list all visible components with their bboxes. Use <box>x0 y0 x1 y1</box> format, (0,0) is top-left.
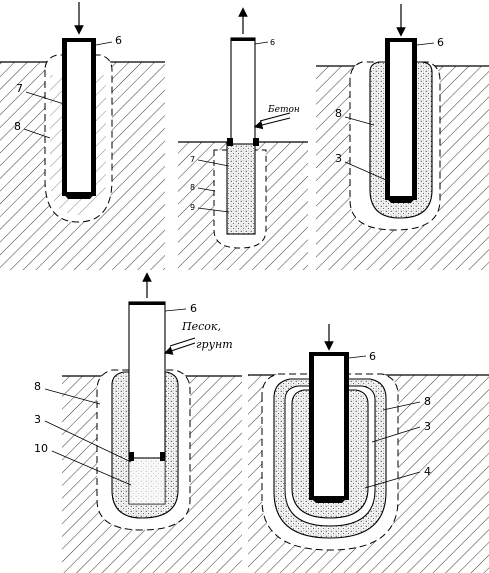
label-8: 8 <box>335 107 342 120</box>
concrete-feed-arrow-2 <box>259 112 291 122</box>
pipe-wall-left <box>129 452 134 461</box>
pipe-shoe <box>62 192 96 199</box>
leader-7 <box>25 91 65 105</box>
panel-2-concreting: Бетон 6 7 8 9 <box>178 7 308 270</box>
casing-pipe <box>230 37 256 145</box>
leader-3 <box>344 161 387 181</box>
casing-pipe <box>128 301 166 459</box>
pipe-wall-right <box>253 138 259 146</box>
pipe-wall-right <box>91 38 96 196</box>
leader-6 <box>254 41 269 45</box>
pipe-cap <box>309 352 349 356</box>
leader-10 <box>51 450 132 486</box>
pipe-wall-right <box>160 452 165 461</box>
label-8: 8 <box>424 395 431 408</box>
leader-8 <box>197 187 216 192</box>
pipe-wall-right <box>344 352 349 500</box>
label-beton: Бетон <box>267 105 300 115</box>
pipe-wall-left <box>62 38 67 196</box>
sand-core-texture <box>129 458 165 504</box>
sand-feed-arrow <box>163 342 196 355</box>
leader-3 <box>371 426 421 443</box>
leader-6 <box>95 41 113 46</box>
panel-4-sand-filling: Песок, грунт 6 8 3 10 <box>34 272 242 573</box>
pipe-cap <box>129 302 165 305</box>
label-6: 6 <box>190 302 197 315</box>
label-6: 6 <box>115 34 122 47</box>
pipe-shoe <box>385 196 417 203</box>
leader-6 <box>348 355 367 359</box>
casing-pipe <box>385 38 417 200</box>
label-8: 8 <box>34 380 41 393</box>
label-4: 4 <box>424 465 431 478</box>
leader-8 <box>44 388 101 405</box>
leader-7 <box>197 159 230 167</box>
pipe-wall-right <box>412 38 417 200</box>
concrete-column <box>226 141 256 235</box>
pipe-cap <box>231 38 255 41</box>
panel-3-second-driving: 6 8 3 <box>316 4 489 270</box>
label-7: 7 <box>16 82 23 95</box>
label-pesok: Песок, <box>181 320 221 333</box>
pipe-cap <box>62 38 96 42</box>
leader-8 <box>344 116 375 126</box>
leader-3 <box>44 420 132 463</box>
label-grunt: грунт <box>196 338 233 351</box>
label-10: 10 <box>34 442 48 455</box>
label-7: 7 <box>190 155 195 164</box>
label-6: 6 <box>369 350 376 363</box>
label-3: 3 <box>424 420 431 433</box>
leader-8 <box>382 401 421 411</box>
label-3: 3 <box>34 413 41 426</box>
pipe-shoe <box>309 496 349 503</box>
label-9: 9 <box>190 203 195 212</box>
label-6: 6 <box>270 38 275 47</box>
sand-feed-arrow-2 <box>169 337 196 347</box>
label-6: 6 <box>437 36 444 49</box>
leader-8 <box>23 128 51 139</box>
panel-5-final-driving: 6 8 3 4 <box>248 324 489 573</box>
pipe-wall-left <box>385 38 390 200</box>
pipe-wall-left <box>309 352 314 500</box>
leader-6 <box>416 42 435 46</box>
leader-4 <box>364 471 421 489</box>
label-8: 8 <box>190 183 195 192</box>
concrete-feed-arrow <box>253 117 291 130</box>
pipe-wall-left <box>227 138 233 146</box>
casing-pipe <box>62 38 96 196</box>
panel-1-driving: 6 7 8 <box>0 2 165 270</box>
casing-pipe <box>309 352 349 500</box>
leader-9 <box>197 207 230 213</box>
label-8: 8 <box>14 120 21 133</box>
pipe-cap <box>385 38 417 42</box>
label-3: 3 <box>335 152 342 165</box>
leader-6 <box>164 308 187 312</box>
